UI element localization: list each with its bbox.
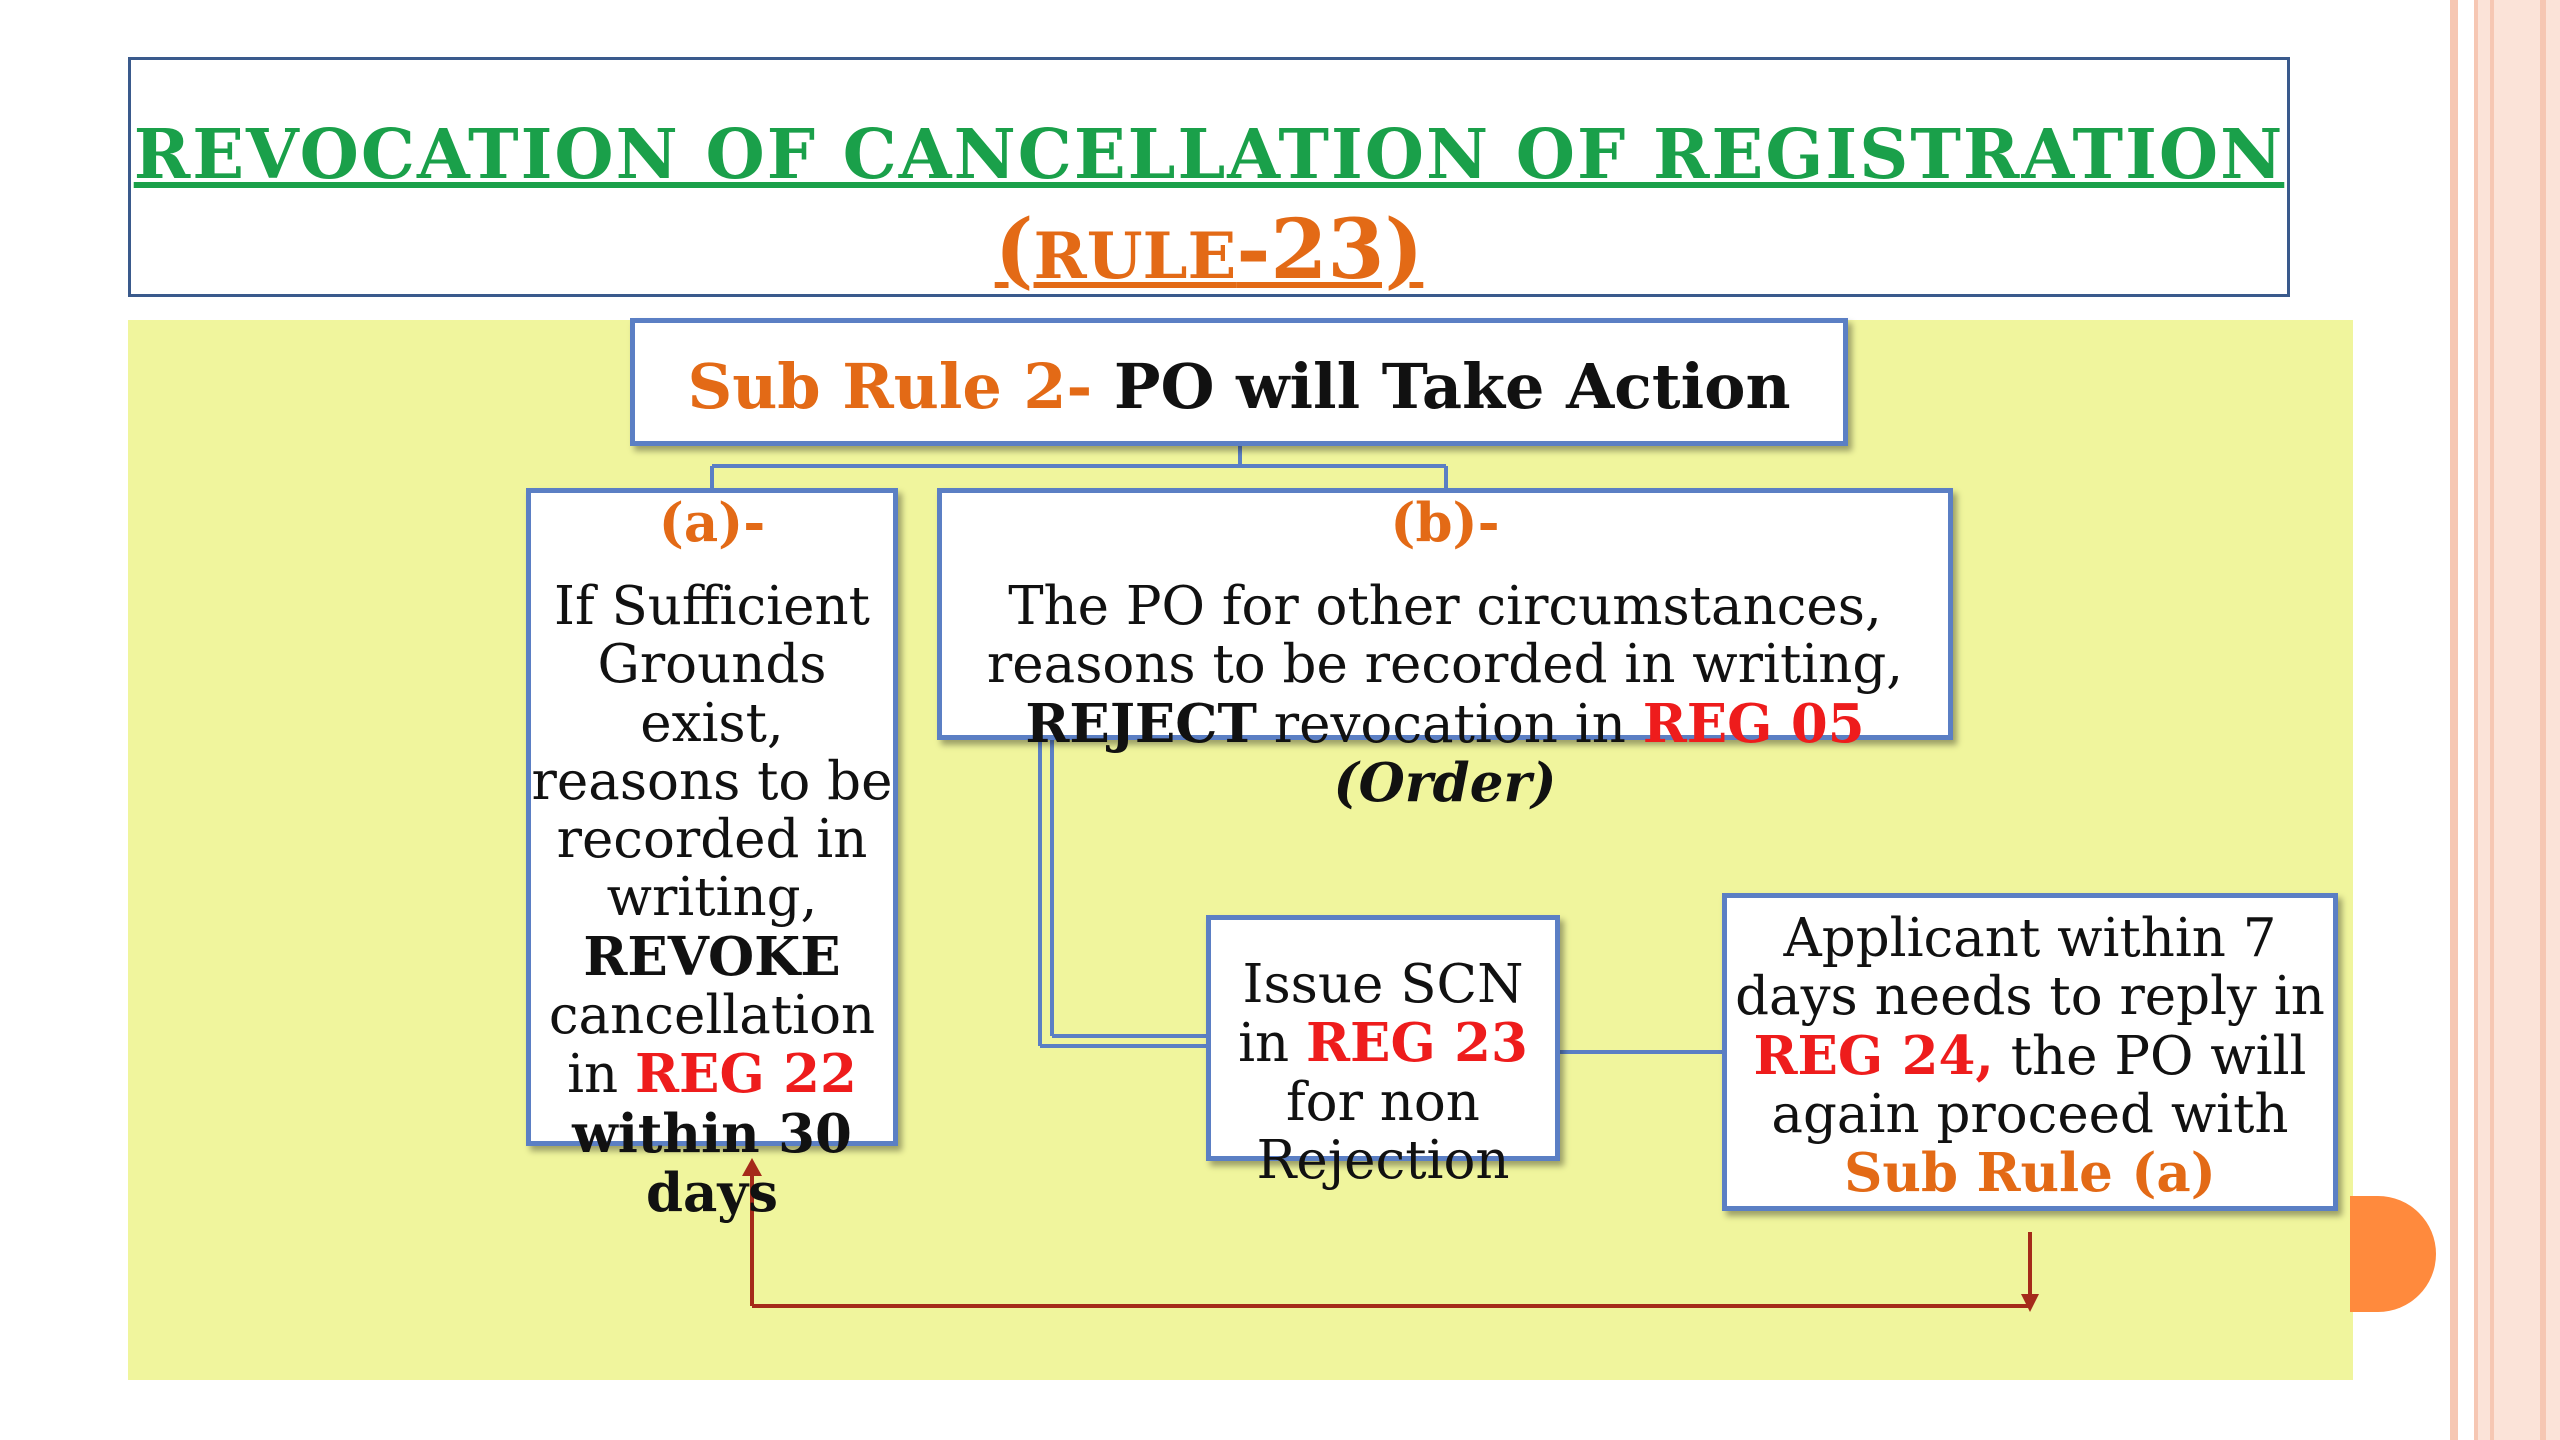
slide-title: REVOCATION OF CANCELLATION OF REGISTRATI… [133, 115, 2285, 195]
issue-scn-box: Issue SCN in REG 23 for non Rejection [1206, 915, 1560, 1190]
option-b-label: (b)- [1390, 492, 1500, 554]
decor-stripe [2474, 0, 2478, 1440]
decor-stripe [2540, 0, 2546, 1440]
option-b-box: (b)- The PO for other circumstances, rea… [937, 488, 1953, 812]
decor-stripe [2450, 0, 2458, 1440]
option-b-text: The PO for other circumstances, reasons … [986, 576, 1904, 814]
decor-stripe [2490, 0, 2494, 1440]
action-header-box: Sub Rule 2- PO will Take Action [630, 318, 1848, 446]
option-a-box: (a)- If Sufficient Grounds exist, reason… [526, 488, 898, 1222]
option-a-text: If Sufficient Grounds exist, reasons to … [531, 576, 893, 1224]
option-a-label: (a)- [658, 492, 766, 554]
title-box: REVOCATION OF CANCELLATION OF REGISTRATI… [128, 57, 2290, 298]
slide-subtitle: (RULE-23) [994, 202, 1424, 298]
applicant-reply-box: Applicant within 7 days needs to reply i… [1722, 893, 2338, 1211]
